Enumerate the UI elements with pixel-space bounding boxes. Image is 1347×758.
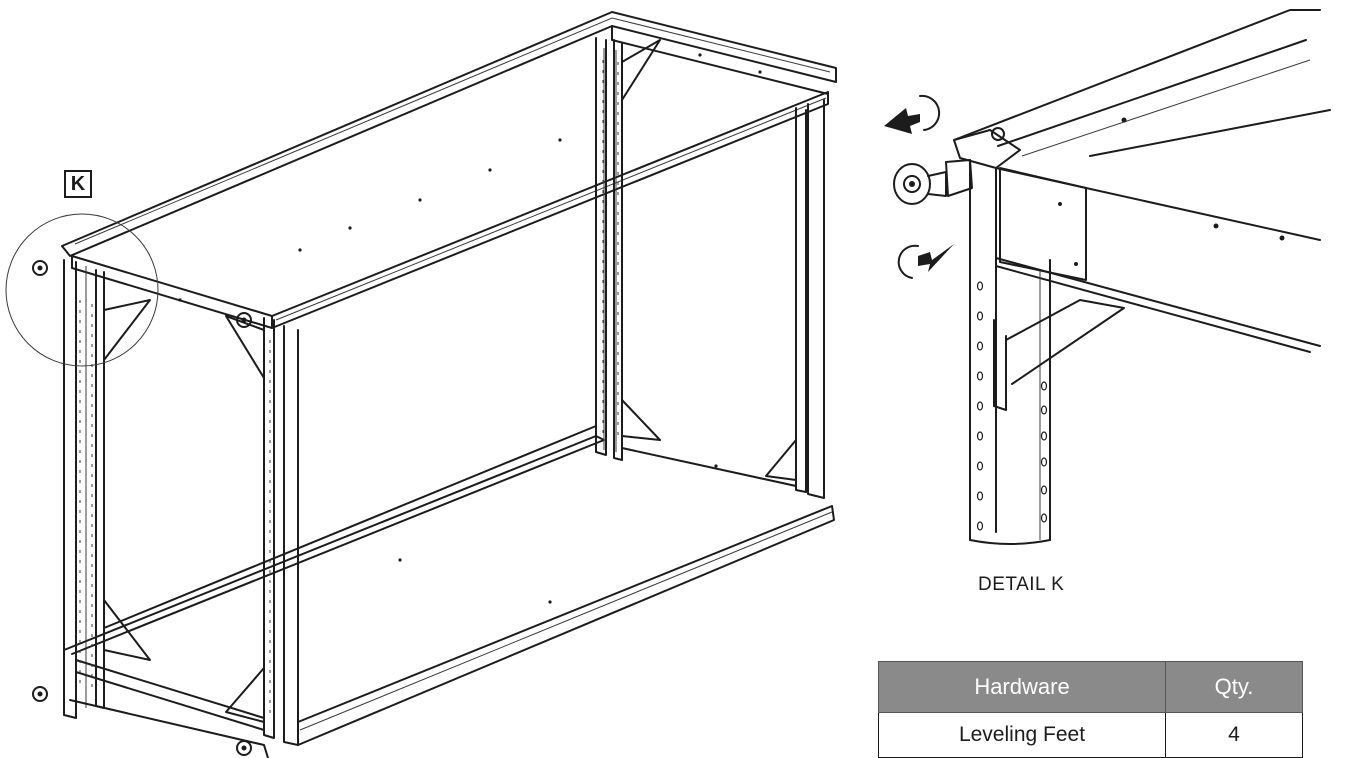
detail-k-circle	[5, 213, 159, 367]
hardware-qty-cell: 4	[1165, 712, 1303, 758]
detail-caption: DETAIL K	[978, 574, 1065, 595]
hardware-table-header: Hardware Qty.	[878, 661, 1303, 713]
leveling-foot-icon	[893, 159, 973, 205]
detail-callout-label: K	[64, 170, 92, 198]
hardware-column-header: Hardware	[878, 661, 1166, 713]
hardware-table: Hardware Qty. Leveling Feet 4	[878, 661, 1303, 758]
qty-column-header: Qty.	[1165, 661, 1303, 713]
rotate-tighten-arrow-icon	[897, 244, 954, 279]
table-row: Leveling Feet 4	[878, 712, 1303, 758]
rotate-loosen-arrow-icon	[884, 94, 941, 134]
rack-frame	[32, 11, 837, 758]
detail-k-view	[953, 9, 1331, 545]
hardware-name-cell: Leveling Feet	[878, 712, 1166, 758]
